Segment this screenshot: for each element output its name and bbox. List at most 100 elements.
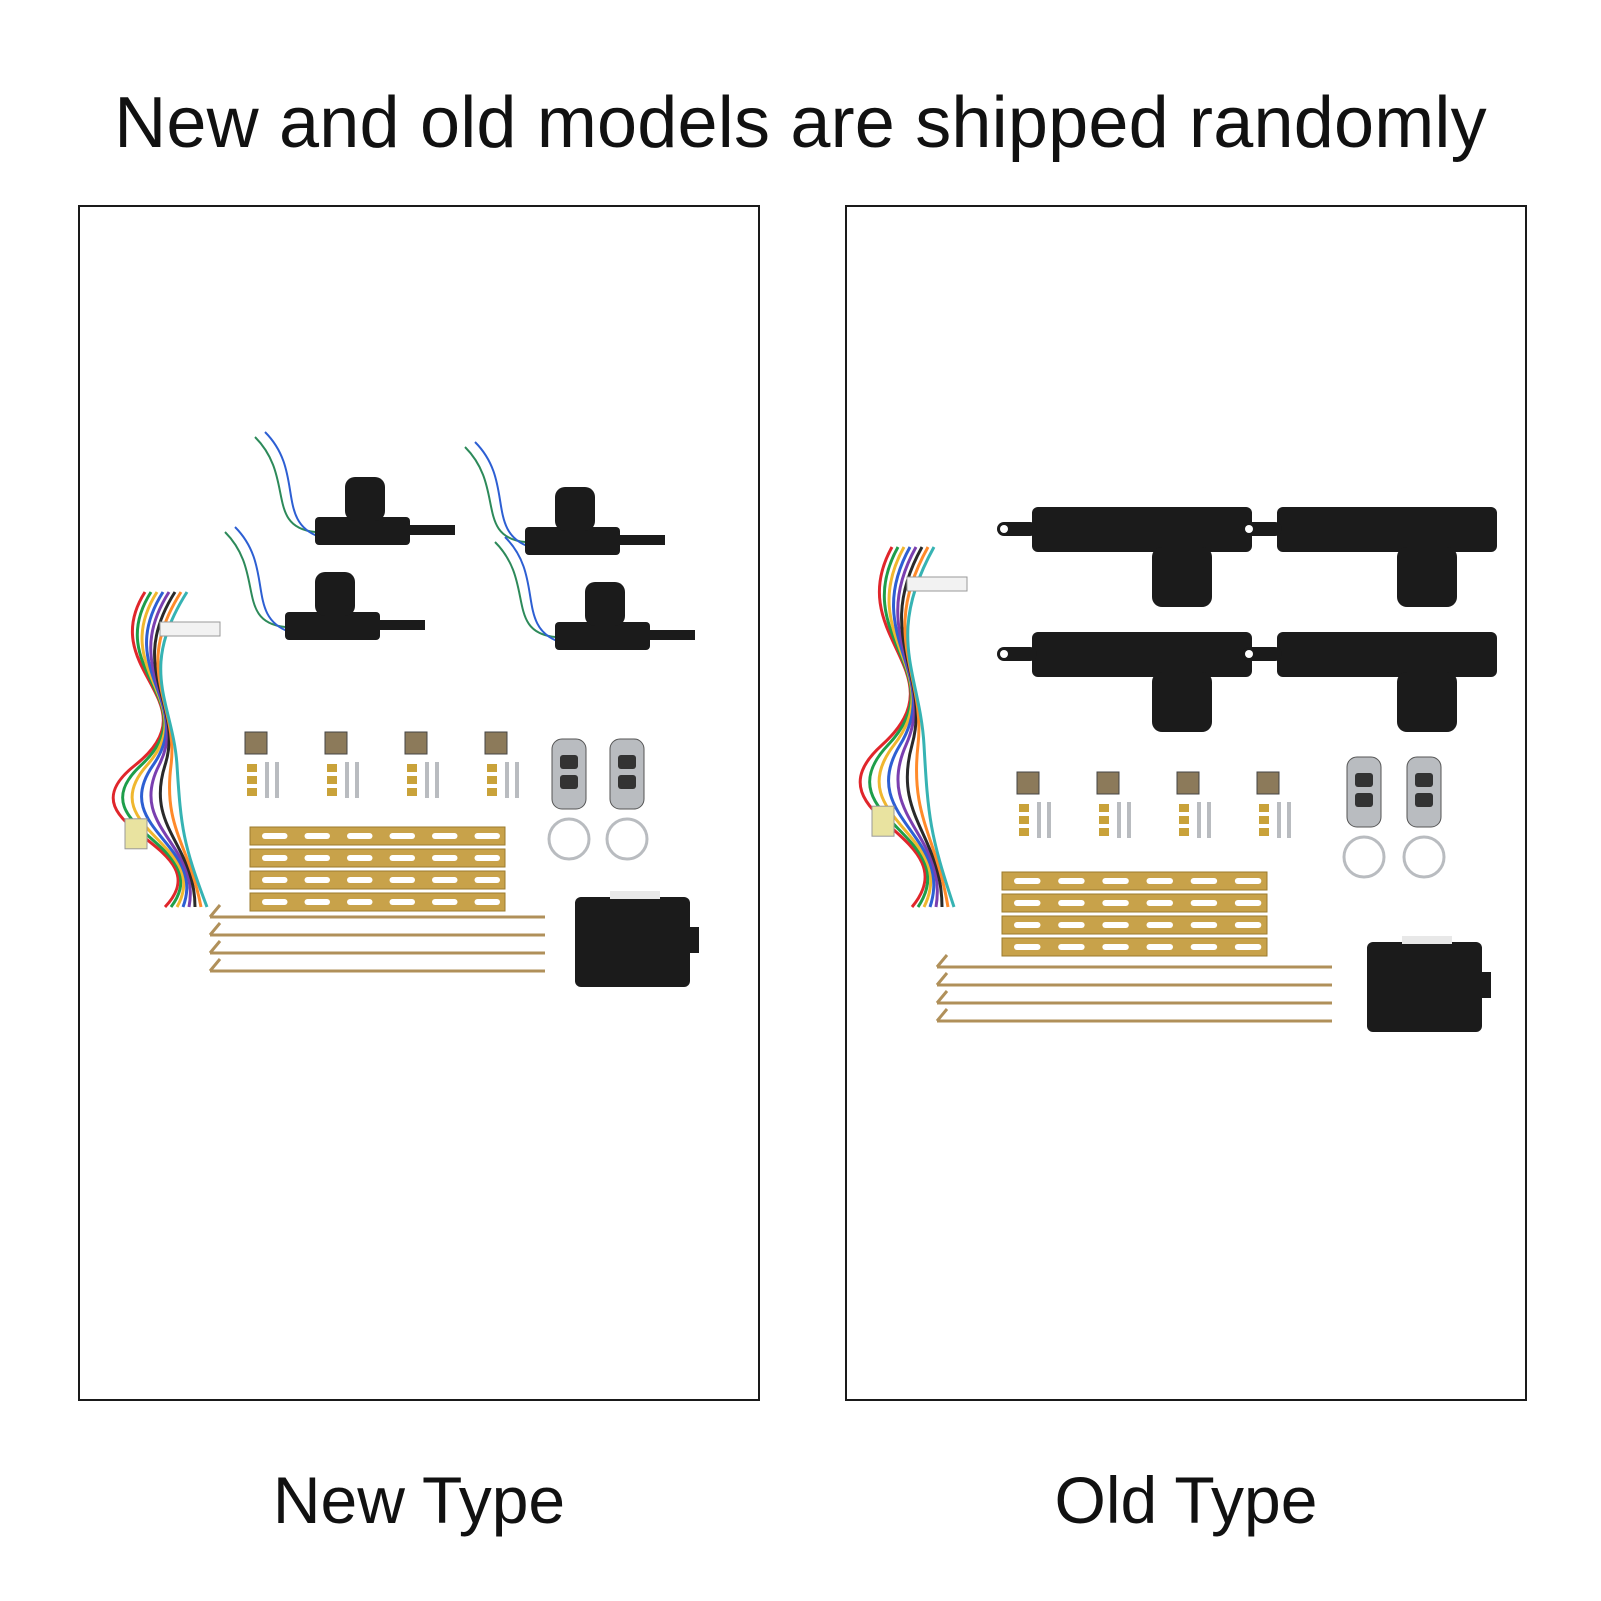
actuator-body xyxy=(1277,632,1497,677)
caption-new-type: New Type xyxy=(272,1463,566,1537)
remote-fob xyxy=(551,738,587,810)
mounting-screw xyxy=(505,762,509,798)
plate-slot xyxy=(1190,900,1218,906)
actuator-motor xyxy=(1397,672,1457,732)
plate-slot xyxy=(304,855,330,861)
actuator-plunger xyxy=(1242,522,1282,536)
actuator-motor xyxy=(585,582,625,626)
remote-unlock-button xyxy=(560,775,578,789)
mounting-screw xyxy=(345,762,349,798)
mounting-screw xyxy=(275,762,279,798)
actuator-wire xyxy=(224,531,286,628)
mounting-bolt xyxy=(1099,828,1109,836)
actuator-plunger xyxy=(380,620,425,630)
harness-fuse-holder xyxy=(871,805,895,837)
plate-slot xyxy=(1058,922,1085,928)
plate-slot xyxy=(1146,900,1173,906)
mounting-plate xyxy=(249,848,506,868)
actuator-body xyxy=(555,622,650,650)
control-module-connector xyxy=(610,891,660,899)
mounting-bolt xyxy=(1019,828,1029,836)
lock-rod-hook xyxy=(935,1008,949,1022)
mounting-screw xyxy=(355,762,359,798)
plate-slot xyxy=(262,855,288,861)
mounting-screw xyxy=(1197,802,1201,838)
actuator-plunger xyxy=(410,525,455,535)
wire-harness-strand xyxy=(903,546,950,908)
plate-slot xyxy=(389,877,415,883)
lock-rod-hook xyxy=(208,922,222,936)
mounting-plate xyxy=(1001,893,1268,913)
harness-fuse-holder xyxy=(124,818,148,850)
mounting-bolt xyxy=(487,788,497,796)
mounting-bolt xyxy=(1179,804,1189,812)
mounting-bolt xyxy=(247,788,257,796)
clamp-block xyxy=(1256,771,1280,795)
plate-slot xyxy=(432,877,458,883)
mounting-bolt xyxy=(1179,828,1189,836)
plate-slot xyxy=(432,833,458,839)
mounting-screw xyxy=(425,762,429,798)
plate-slot xyxy=(262,877,288,883)
clamp-block xyxy=(1016,771,1040,795)
remote-lock-button xyxy=(1355,773,1373,787)
remote-lock-button xyxy=(560,755,578,769)
actuator-eyelet xyxy=(1245,525,1253,533)
plate-slot xyxy=(304,877,330,883)
mounting-plate xyxy=(249,892,506,912)
lock-rod-hook xyxy=(935,972,949,986)
mounting-bolt xyxy=(327,776,337,784)
plate-slot xyxy=(1014,900,1041,906)
plate-slot xyxy=(1190,922,1218,928)
lock-rod-hook xyxy=(208,940,222,954)
plate-slot xyxy=(304,899,330,905)
mounting-bolt xyxy=(487,776,497,784)
wire-harness-strand xyxy=(153,591,197,908)
mounting-bolt xyxy=(1019,816,1029,824)
actuator-wire xyxy=(254,436,316,533)
plate-slot xyxy=(1234,900,1262,906)
plate-slot xyxy=(347,855,373,861)
mounting-bolt xyxy=(327,764,337,772)
mounting-bolt xyxy=(1099,804,1109,812)
remote-keyring xyxy=(1402,835,1446,879)
wire-harness-strand xyxy=(858,546,927,908)
actuator-motor xyxy=(1152,547,1212,607)
remote-unlock-button xyxy=(1355,793,1373,807)
clamp-block xyxy=(484,731,508,755)
mounting-screw xyxy=(1287,802,1291,838)
actuator-plunger xyxy=(997,522,1037,536)
actuator-wire xyxy=(464,446,526,543)
plate-slot xyxy=(1014,922,1041,928)
mounting-bolt xyxy=(247,776,257,784)
actuator-body xyxy=(1032,507,1252,552)
actuator-motor xyxy=(315,572,355,616)
plate-slot xyxy=(1102,878,1129,884)
lock-rod-hook xyxy=(208,958,222,972)
mounting-bolt xyxy=(1179,816,1189,824)
mounting-screw xyxy=(1047,802,1051,838)
mounting-plate xyxy=(1001,915,1268,935)
actuator-body xyxy=(525,527,620,555)
lock-rod-hook xyxy=(208,904,222,918)
plate-slot xyxy=(389,855,415,861)
caption-old-type: Old Type xyxy=(1054,1463,1318,1537)
plate-slot xyxy=(1146,922,1173,928)
clamp-block xyxy=(244,731,268,755)
mounting-bolt xyxy=(1099,816,1109,824)
plate-slot xyxy=(1234,922,1262,928)
remote-lock-button xyxy=(1415,773,1433,787)
wire-harness-strand xyxy=(149,591,192,908)
plate-slot xyxy=(1146,944,1173,950)
remote-unlock-button xyxy=(1415,793,1433,807)
actuator-wire xyxy=(264,431,321,538)
plate-slot xyxy=(1102,900,1129,906)
plate-slot xyxy=(474,877,500,883)
wire-harness-strand xyxy=(111,591,180,909)
mounting-plate xyxy=(249,826,506,846)
actuator-motor xyxy=(555,487,595,531)
remote-keyring xyxy=(605,817,649,861)
plate-slot xyxy=(389,833,415,839)
actuator-motor xyxy=(345,477,385,521)
control-module-connector xyxy=(1402,936,1452,944)
